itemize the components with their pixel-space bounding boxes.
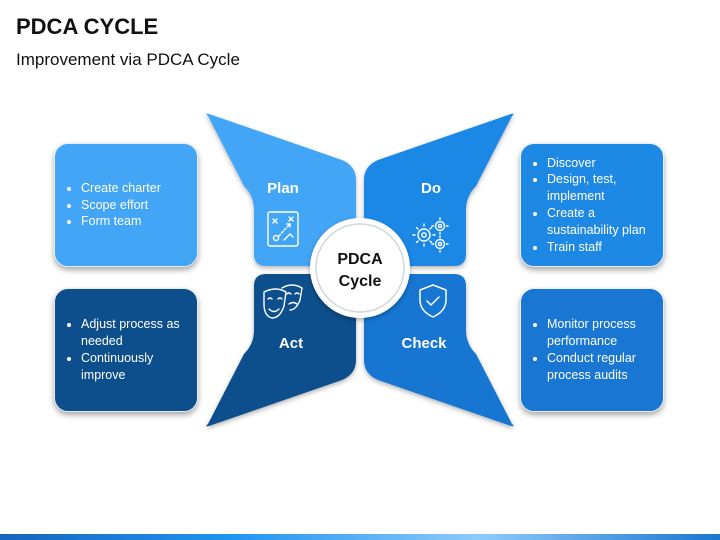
act-item: Adjust process as needed bbox=[81, 316, 189, 350]
do-item: Create a sustainability plan bbox=[547, 205, 655, 239]
plan-item: Create charter bbox=[81, 180, 161, 197]
center-circle bbox=[315, 223, 405, 313]
gears-icon bbox=[412, 217, 449, 253]
act-details-box: Adjust process as needed Continuously im… bbox=[54, 288, 198, 412]
do-label: Do bbox=[421, 180, 441, 197]
theater-masks-icon bbox=[263, 284, 303, 319]
footer-bar bbox=[0, 534, 720, 540]
do-details-box: Discover Design, test, implement Create … bbox=[520, 143, 664, 267]
do-petal bbox=[364, 113, 514, 266]
do-item: Design, test, implement bbox=[547, 171, 655, 205]
center-label-line2: Cycle bbox=[339, 273, 382, 290]
check-label: Check bbox=[401, 335, 447, 352]
plan-details-box: Create charter Scope effort Form team bbox=[54, 143, 198, 267]
page-title: PDCA CYCLE bbox=[16, 14, 159, 39]
act-item: Continuously improve bbox=[81, 350, 189, 384]
shield-check-icon bbox=[419, 284, 447, 318]
do-item: Discover bbox=[547, 155, 655, 172]
center-label-line1: PDCA bbox=[337, 251, 383, 268]
strategy-board-icon bbox=[267, 211, 299, 247]
page-subtitle: Improvement via PDCA Cycle bbox=[16, 50, 240, 69]
do-item: Train staff bbox=[547, 239, 655, 256]
check-item: Conduct regular process audits bbox=[547, 350, 655, 384]
act-petal bbox=[206, 274, 356, 427]
plan-label: Plan bbox=[267, 180, 299, 197]
check-details-box: Monitor process performance Conduct regu… bbox=[520, 288, 664, 412]
plan-item: Form team bbox=[81, 213, 161, 230]
plan-petal bbox=[206, 113, 356, 266]
plan-item: Scope effort bbox=[81, 197, 161, 214]
check-petal bbox=[364, 274, 514, 427]
act-label: Act bbox=[279, 335, 303, 352]
check-item: Monitor process performance bbox=[547, 316, 655, 350]
